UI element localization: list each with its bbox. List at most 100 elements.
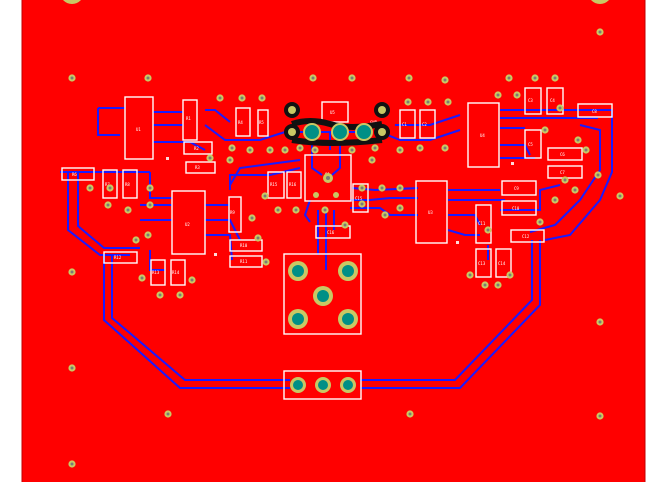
component-c16: [315, 225, 351, 239]
label-u5: U5: [330, 110, 335, 115]
via-hole: [563, 178, 567, 182]
component-r16: [286, 171, 302, 199]
label-c14: C14: [498, 261, 506, 266]
label-c8: C8: [592, 109, 597, 114]
via-hole: [250, 216, 254, 220]
component-u1: [124, 96, 154, 160]
via-hole: [228, 158, 232, 162]
via-hole: [70, 366, 74, 370]
via-hole: [108, 186, 112, 190]
via-hole: [553, 76, 557, 80]
via-hole: [146, 76, 150, 80]
component-r12: [103, 251, 138, 264]
via-hole: [350, 76, 354, 80]
label-u1: U1: [136, 127, 141, 132]
via-hole: [218, 96, 222, 100]
via-hole: [408, 412, 412, 416]
component-r15: [267, 171, 285, 199]
label-u2: U2: [185, 222, 190, 227]
via-hole: [558, 106, 562, 110]
via-hole: [598, 320, 602, 324]
via-hole: [483, 283, 487, 287]
component-c9: [501, 180, 537, 196]
label-r1: R1: [186, 116, 191, 121]
component-u4: [467, 102, 500, 168]
via-hole: [496, 93, 500, 97]
label-c13: C13: [478, 261, 486, 266]
via-hole: [126, 208, 130, 212]
via-hole: [283, 148, 287, 152]
via-hole: [248, 148, 252, 152]
label-c11: C11: [478, 221, 486, 226]
via-hole: [370, 158, 374, 162]
label-r16: R16: [289, 182, 297, 187]
component-r14: [170, 259, 186, 286]
label-r8: R8: [125, 182, 130, 187]
component-c12: [510, 229, 545, 243]
label-c2: C2: [422, 122, 427, 127]
via-hole: [380, 186, 384, 190]
via-hole: [264, 260, 268, 264]
via-hole: [70, 270, 74, 274]
label-r12: R12: [114, 255, 122, 260]
via-hole: [208, 156, 212, 160]
label-c5: C5: [528, 142, 533, 147]
via-hole: [618, 194, 622, 198]
label-c4: C4: [550, 98, 555, 103]
label-c12: C12: [522, 234, 530, 239]
via-hole: [240, 96, 244, 100]
via-hole: [598, 414, 602, 418]
via-hole: [443, 78, 447, 82]
via-hole: [596, 173, 600, 177]
component-u5: [321, 101, 349, 123]
via-hole: [398, 206, 402, 210]
label-c6: C6: [560, 152, 565, 157]
component-c15: [352, 183, 369, 213]
mounting-hole-top-right: [591, 0, 609, 4]
via-hole: [373, 146, 377, 150]
via-hole: [515, 93, 519, 97]
label-r5: R5: [259, 120, 264, 125]
via-hole: [134, 238, 138, 242]
component-c1: [399, 109, 416, 139]
label-c10: C10: [512, 206, 520, 211]
smd-pads: [166, 157, 514, 256]
via-hole: [446, 100, 450, 104]
via-hole: [533, 76, 537, 80]
via-hole: [256, 236, 260, 240]
label-c1: C1: [402, 122, 407, 127]
q1-pads: [313, 173, 339, 198]
via-hole: [268, 148, 272, 152]
component-r10: [229, 239, 263, 252]
via-hole: [88, 186, 92, 190]
label-r7: R7: [105, 182, 110, 187]
component-u2: [171, 190, 206, 255]
power-pads: [284, 102, 390, 146]
via-hole: [190, 278, 194, 282]
label-c16: C16: [327, 230, 335, 235]
component-r5: [257, 109, 269, 137]
connector-j1-pads: [288, 261, 358, 329]
label-r9: R9: [230, 210, 235, 215]
via-hole: [407, 76, 411, 80]
via-hole: [70, 462, 74, 466]
label-c3: C3: [528, 98, 533, 103]
via-hole: [276, 208, 280, 212]
label-u4: U4: [480, 133, 485, 138]
via-hole: [584, 148, 588, 152]
via-hole: [507, 76, 511, 80]
component-r11: [229, 255, 263, 268]
via-hole: [311, 76, 315, 80]
via-hole: [576, 138, 580, 142]
via-hole: [360, 202, 364, 206]
via-hole: [294, 208, 298, 212]
component-r8: [122, 169, 138, 199]
component-c13: [475, 248, 492, 278]
component-c3: [524, 87, 542, 115]
label-c9: C9: [514, 186, 519, 191]
component-c6: [547, 147, 583, 161]
via-hole: [146, 233, 150, 237]
mounting-hole-top-left: [63, 0, 81, 4]
component-r6: [61, 167, 95, 181]
vias: [68, 28, 624, 468]
